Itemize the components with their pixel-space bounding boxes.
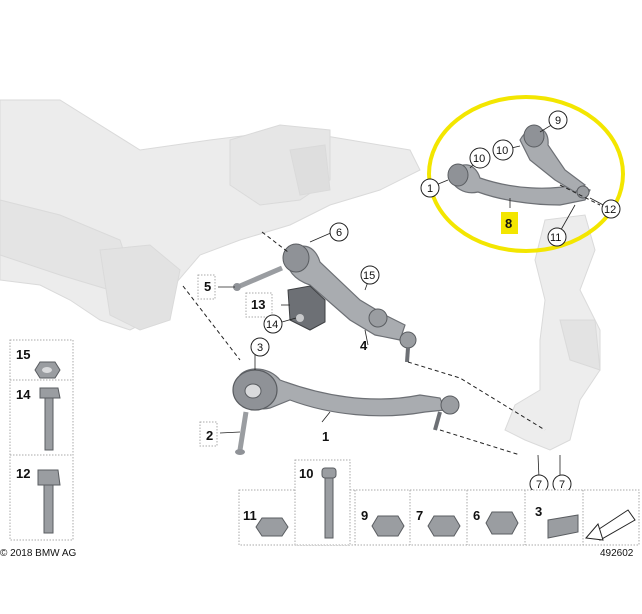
legend-bottom-9: 9	[361, 508, 368, 523]
upper-control-arm	[447, 124, 591, 206]
parts-legend-left: 15 14 12	[9, 339, 74, 541]
callout-7b: 7	[559, 479, 565, 491]
callout-13: 13	[251, 297, 265, 312]
diagram-number: 492602	[600, 548, 634, 559]
leader-lines	[218, 120, 610, 479]
callout-labels: 1 2 3 4 5 6 15 13 14 7 7 8 9 10 10 1 11	[197, 110, 621, 494]
callout-10a: 10	[473, 153, 485, 165]
callout-8-box	[501, 212, 518, 234]
callout-5: 5	[204, 279, 211, 294]
callout-7a: 7	[536, 479, 542, 491]
copyright-text: © 2018 BMW AG	[0, 548, 77, 559]
arrow-icon	[585, 509, 636, 541]
subframe-illustration	[0, 99, 421, 331]
callout-8: 8	[505, 216, 512, 231]
callout-9: 9	[555, 115, 561, 127]
callout-6: 6	[336, 227, 342, 239]
callout-15: 15	[363, 270, 375, 282]
tension-strut	[282, 243, 417, 363]
highlight-ellipse	[427, 95, 625, 253]
callout-1: 1	[322, 429, 329, 444]
callout-11: 11	[550, 232, 561, 244]
bolt-part-2	[235, 411, 249, 455]
legend-left-15: 15	[16, 347, 30, 362]
callout-12: 12	[604, 204, 616, 216]
bolt-part-5	[233, 265, 283, 291]
callout-4: 4	[360, 338, 368, 353]
callout-14: 14	[266, 319, 278, 331]
legend-bottom-7: 7	[416, 508, 423, 523]
legend-left-14: 14	[16, 387, 31, 402]
rubber-mount	[287, 285, 326, 331]
callout-3: 3	[257, 342, 263, 354]
callout-2: 2	[206, 428, 213, 443]
callout-1-upper: 1	[427, 183, 433, 195]
legend-left-12: 12	[16, 466, 30, 481]
callout-10b: 10	[496, 145, 508, 157]
legend-bottom-10: 10	[299, 466, 313, 481]
assembly-lines	[182, 184, 601, 456]
legend-bottom-6: 6	[473, 508, 480, 523]
parts-legend-bottom: 10 11 9 7 6 3	[238, 459, 640, 546]
steering-knuckle-illustration	[504, 214, 601, 451]
legend-bottom-11: 11	[243, 508, 257, 523]
lower-control-arm	[232, 368, 460, 431]
legend-bottom-3: 3	[535, 504, 542, 519]
